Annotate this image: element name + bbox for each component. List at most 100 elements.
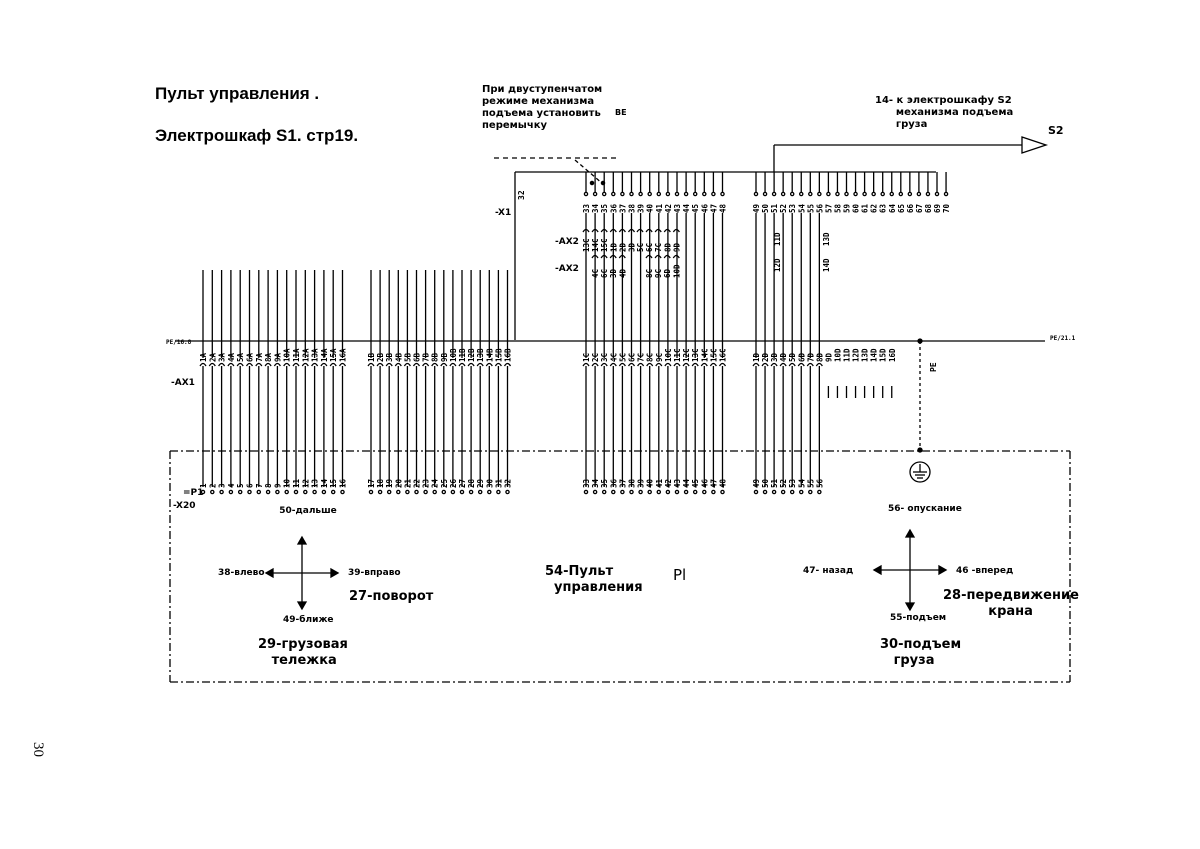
jumper-node <box>589 180 595 186</box>
ax1-g1-connector-icon <box>255 362 263 367</box>
ax1-g1-label: 11A <box>292 348 301 362</box>
ax1-g4-label: 8D <box>815 352 824 362</box>
ax1-g4-label: 15D <box>879 348 888 362</box>
joystick-left-arrow-left-icon <box>264 567 274 579</box>
x20-terminal-dot <box>256 489 262 495</box>
ax1-g3-label: 3C <box>600 353 609 362</box>
x20-g4-label: 52 <box>779 479 788 488</box>
top-terminal-label: 61 <box>861 203 870 213</box>
top-terminal-label: 63 <box>879 203 888 213</box>
x20-g4-label: 51 <box>770 478 779 488</box>
ax1-g3-label: 14C <box>700 348 709 362</box>
ax1-g1-label: 7A <box>255 352 264 362</box>
ax1-g3-label: 9C <box>655 353 664 362</box>
ax1-g1-connector-icon <box>301 362 309 367</box>
ax2-row2-g2-label: 9C <box>654 269 663 278</box>
ax2-row2-g2-label: 6D <box>663 268 672 278</box>
x20-g1-label: 8 <box>264 483 273 488</box>
rotation-label: 27-поворот <box>349 589 434 604</box>
ax2-row2-g1-label: 6C <box>600 269 609 278</box>
x20-terminal-dot <box>303 489 308 495</box>
ax1-g4-connector-icon <box>779 362 787 367</box>
ax2-row1-g2-label: 8D <box>663 242 672 252</box>
terminal-dot <box>762 191 768 197</box>
jumper-note: При двуступенчатом режиме механизма подъ… <box>482 84 603 131</box>
x20-terminal-dot <box>711 489 716 495</box>
x20-terminal-dot <box>377 489 383 495</box>
ax1-g1-connector-icon <box>227 362 235 367</box>
ax1-g3-label: 11C <box>673 348 682 362</box>
ax1-g1-label: 8A <box>264 352 273 362</box>
ax1-g2-label: 5B <box>403 352 412 362</box>
x20-g2-label: 25 <box>440 479 449 488</box>
x20-terminal-dot <box>219 489 224 495</box>
x20-g1-label: 1 <box>199 483 208 488</box>
top-terminal-label: 59 <box>843 203 852 213</box>
jumper-node <box>600 180 606 186</box>
ax1-g1-connector-icon <box>273 362 281 367</box>
ax1-g4-label: 5D <box>788 352 797 362</box>
x20-terminal-dot <box>487 489 492 495</box>
hoist-caption: 30-подъем груза <box>880 637 962 669</box>
ax1-g3-label: 4C <box>609 353 618 362</box>
ax1-g4-label: 13D <box>861 348 870 362</box>
ax1-g3-connector-icon <box>709 362 717 367</box>
ax1-g4-connector-icon <box>752 362 760 367</box>
top-terminal-label: 44 <box>682 203 691 213</box>
x20-g2-label: 29 <box>476 478 485 488</box>
trolley-caption: 29-грузовая тележка <box>258 637 348 669</box>
ax1-g2-label: 7B <box>422 352 431 362</box>
s2-note: 14- к электрошкафу S2 механизма подъема … <box>875 95 1014 130</box>
console-code: Pl <box>673 566 687 584</box>
terminal-dot <box>844 191 849 197</box>
ax1-g4-label: 11D <box>843 348 852 362</box>
ax1-g2-label: 9B <box>440 352 449 362</box>
x20-designator: -X20 <box>173 501 196 511</box>
top-terminal-label: 39 <box>637 203 646 213</box>
x20-g3-label: 45 <box>691 479 700 488</box>
terminal-dot <box>925 191 931 197</box>
ax1-g3-connector-icon <box>627 362 636 367</box>
ax1-g1-label: 1A <box>199 352 208 362</box>
x20-g4-label: 55 <box>806 479 815 488</box>
x20-g2-label: 17 <box>367 479 376 488</box>
ax1-g1-label: 15A <box>329 348 338 362</box>
ax2-row2-g1-label: 3D <box>609 268 618 278</box>
top-terminal-label: 49 <box>752 203 761 213</box>
ax1-g4-label: 6D <box>797 352 806 362</box>
x20-g2-label: 26 <box>449 478 458 488</box>
x1-designator: -X1 <box>495 208 512 218</box>
ax1-g3-label: 2C <box>591 353 600 362</box>
x20-g3-label: 40 <box>646 478 655 488</box>
x20-terminal-dot <box>477 489 483 495</box>
terminal-dot <box>611 191 616 197</box>
ax1-g2-connector-icon <box>431 362 439 367</box>
ax2-row1-g2-label: 9D <box>672 242 681 252</box>
top-terminal-label: 57 <box>824 204 833 213</box>
x20-terminal-dot <box>601 489 607 495</box>
joystick-right-left-label: 47- назад <box>803 566 854 576</box>
x20-g2-label: 31 <box>494 478 503 488</box>
terminal-dot <box>656 191 662 197</box>
ax2-row1-g1-label: 15C <box>600 238 609 252</box>
joystick-right-arrow-up-icon <box>904 528 916 538</box>
x20-terminal-dot <box>720 489 725 495</box>
top-terminal-label: 65 <box>897 204 906 213</box>
x20-g3-label: 43 <box>673 478 682 488</box>
top-terminal-label: 64 <box>888 203 897 213</box>
top-terminal-label: 46 <box>700 203 709 213</box>
ax1-g3-connector-icon <box>591 362 599 367</box>
x20-terminal-dot <box>638 489 643 495</box>
x20-terminal-dot <box>683 489 689 495</box>
ax1-g2-connector-icon <box>458 362 466 367</box>
ax1-g3-connector-icon <box>618 362 626 367</box>
ax1-g3-connector-icon <box>718 362 727 367</box>
x20-g3-label: 36 <box>609 478 618 488</box>
x20-terminal-dot <box>789 489 795 495</box>
ax1-g1-connector-icon <box>208 362 216 367</box>
ax1-g3-label: 15C <box>709 348 718 362</box>
ax2-row1-g2-label: 7C <box>654 243 663 252</box>
terminal-dot <box>638 191 643 197</box>
x20-terminal-dot <box>592 489 598 495</box>
terminal-dot <box>826 191 831 197</box>
